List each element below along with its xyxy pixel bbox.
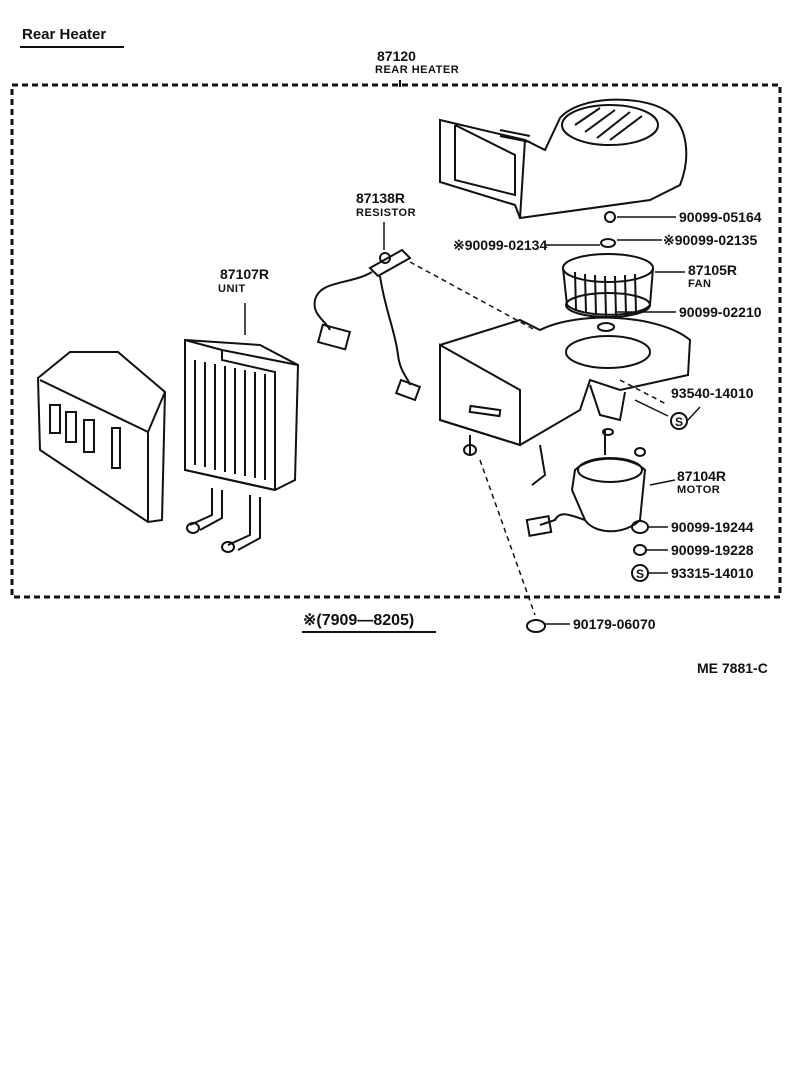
part-90099-02134: ※90099-02134 bbox=[453, 237, 548, 253]
part-93315-14010: 93315-14010 bbox=[671, 565, 754, 581]
motor-name: MOTOR bbox=[677, 484, 721, 496]
asterisk-mark: ※ bbox=[453, 237, 465, 253]
assembly-border bbox=[10, 83, 782, 599]
reference-code: ME 7881-C bbox=[697, 660, 768, 676]
asterisk-mark: ※ bbox=[663, 232, 675, 248]
resistor-name: RESISTOR bbox=[356, 207, 417, 219]
resistor-number: 87138R bbox=[356, 190, 406, 206]
part-93540-14010: 93540-14010 bbox=[671, 385, 754, 401]
fan-name: FAN bbox=[688, 278, 712, 290]
heater-core bbox=[184, 338, 300, 553]
fan-number: 87105R bbox=[688, 262, 738, 278]
heater-cover bbox=[36, 351, 167, 524]
motor-number: 87104R bbox=[677, 468, 727, 484]
part-90099-19228: 90099-19228 bbox=[671, 542, 754, 558]
assembly-name: REAR HEATER bbox=[375, 64, 460, 76]
s-symbol-text-1: S bbox=[675, 415, 683, 429]
blower-base bbox=[439, 316, 692, 486]
motor bbox=[525, 428, 647, 537]
resistor-harness bbox=[313, 248, 422, 402]
part-90179-06070: 90179-06070 bbox=[573, 616, 656, 632]
assembly-number: 87120 bbox=[377, 48, 416, 64]
fan-wheel bbox=[562, 253, 654, 318]
production-note: ※(7909—8205) bbox=[303, 612, 415, 629]
part-90099-19244: 90099-19244 bbox=[671, 519, 754, 535]
unit-number: 87107R bbox=[220, 266, 270, 282]
part-90099-05164: 90099-05164 bbox=[679, 209, 762, 225]
s-symbol-text-2: S bbox=[636, 567, 644, 581]
unit-name: UNIT bbox=[218, 283, 246, 295]
part-90099-02210: 90099-02210 bbox=[679, 304, 762, 320]
part-90099-02135: ※90099-02135 bbox=[663, 232, 758, 248]
page-title: Rear Heater bbox=[22, 26, 107, 43]
blower-case bbox=[439, 98, 688, 220]
